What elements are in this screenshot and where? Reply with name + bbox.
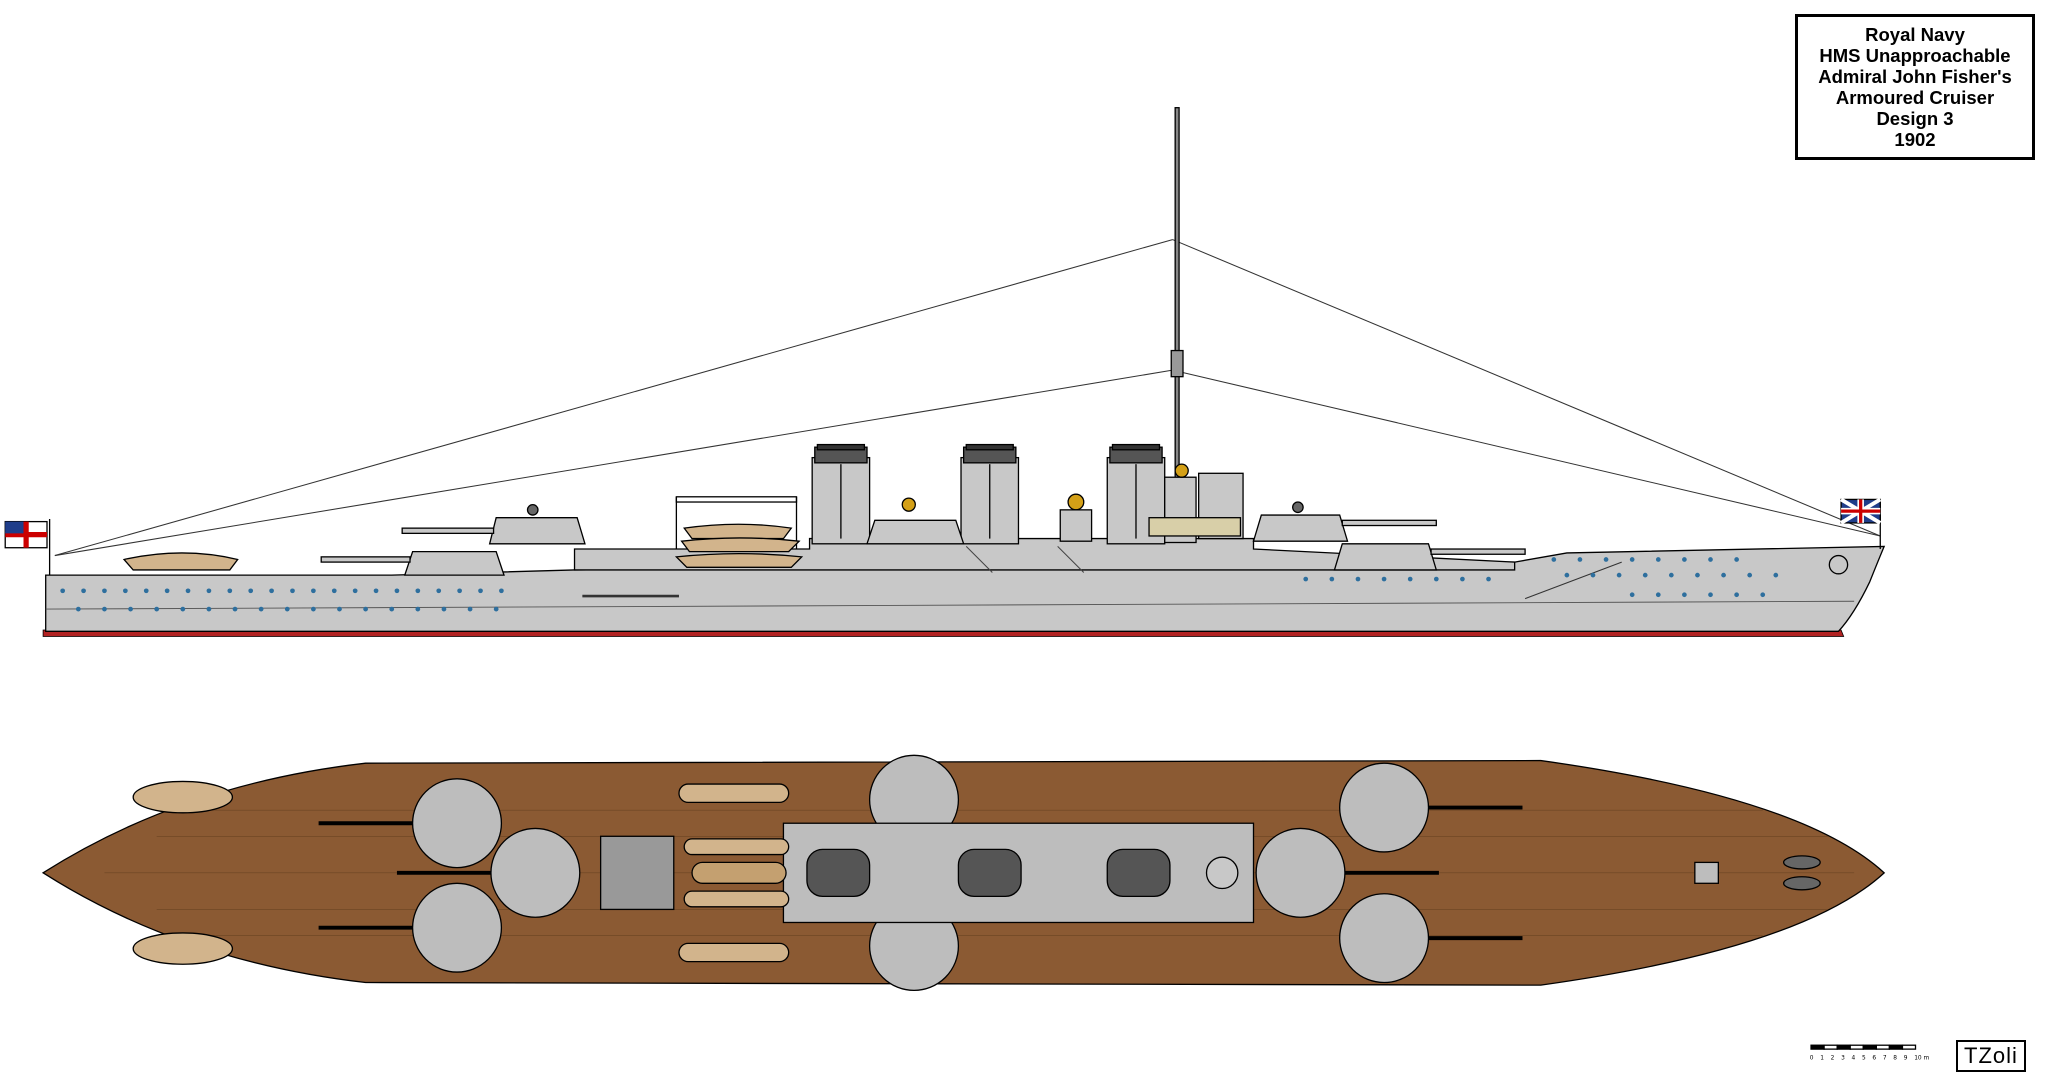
turret-e-profile [1333,543,1526,571]
title-line-2: HMS Unapproachable [1819,45,2011,66]
title-line-6: 1902 [1894,129,1936,150]
turret-d-profile [1252,501,1437,542]
union-jack-flag [1840,497,1882,550]
scale-tick-6: 6 [1872,1056,1876,1062]
funnel-tops-plan [806,848,1171,898]
title-block: Royal Navy HMS Unapproachable Admiral Jo… [1795,14,2035,160]
turret-a-profile [401,503,586,545]
bridge [1148,463,1244,544]
superstructure [573,537,1516,571]
scale-tick-1: 1 [1820,1056,1824,1062]
scale-tick-7: 7 [1883,1056,1887,1062]
scale-bar: 0 1 2 3 4 5 6 7 8 9 10 m [1810,1044,1930,1062]
portholes [60,557,1779,612]
skylight-grid [599,835,675,911]
mast [1170,107,1184,514]
stern-boats [132,780,234,965]
title-line-5: Design 3 [1876,108,1954,129]
turret-c-profile [866,497,965,545]
title-line-4: Armoured Cruiser [1835,87,1995,108]
scale-tick-8: 8 [1893,1056,1897,1062]
scale-tick-2: 2 [1831,1056,1835,1062]
boat-group-midships [674,496,804,568]
rigging [54,239,1881,557]
scale-tick-4: 4 [1852,1056,1856,1062]
bow-fittings-plan [1694,855,1821,891]
scale-tick-0: 0 [1810,1056,1814,1062]
scale-tick-10: 10 m [1914,1056,1929,1062]
boat-aft [122,552,239,571]
title-line-1: Royal Navy [1865,24,1965,45]
scale-tick-5: 5 [1862,1056,1866,1062]
scale-tick-3: 3 [1841,1056,1845,1062]
turrets-plan [318,754,1523,992]
turret-b-profile [320,550,505,576]
signature: TZoli [1956,1040,2026,1072]
midship-boats-plan [678,783,790,963]
anchor-icon [1828,554,1849,575]
ensign-flag [4,518,51,576]
scale-tick-9: 9 [1904,1056,1908,1062]
funnel-2 [960,443,1020,545]
funnel-1 [811,443,871,545]
title-line-3: Admiral John Fisher's [1818,66,2012,87]
